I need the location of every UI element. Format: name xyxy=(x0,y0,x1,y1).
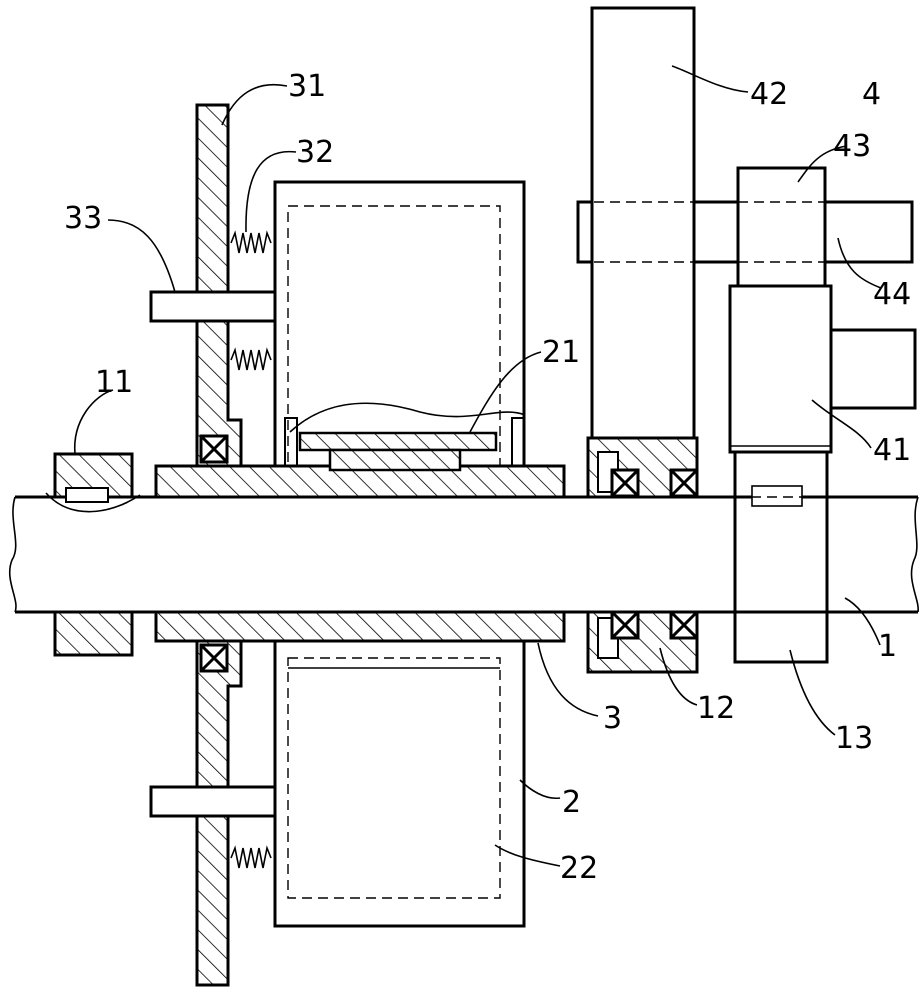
label-4: 4 xyxy=(862,77,881,112)
pin-33-upper xyxy=(151,292,275,321)
main-shaft xyxy=(10,497,918,612)
label-33: 33 xyxy=(64,201,102,236)
label-43: 43 xyxy=(833,129,871,164)
bearing-lower-left xyxy=(201,645,227,671)
bearing-upper-left xyxy=(201,436,227,462)
shaft-44 xyxy=(578,202,912,262)
gear-42 xyxy=(578,8,912,438)
label-21: 21 xyxy=(542,335,580,370)
gear-13 xyxy=(735,452,827,662)
label-11: 11 xyxy=(95,365,133,400)
label-31: 31 xyxy=(288,69,326,104)
collar-11 xyxy=(46,454,140,655)
hub-12 xyxy=(588,438,697,672)
label-13: 13 xyxy=(835,721,873,756)
label-22: 22 xyxy=(560,851,598,886)
bearing-upper-right-2 xyxy=(671,470,697,496)
bearing-lower-right-1 xyxy=(612,612,638,638)
bearing-lower-right-2 xyxy=(671,612,697,638)
label-42: 42 xyxy=(750,77,788,112)
label-44: 44 xyxy=(873,277,911,312)
label-2: 2 xyxy=(562,785,581,820)
plate-31-upper xyxy=(197,105,241,466)
pin-33-lower xyxy=(151,787,275,816)
body-2-lower xyxy=(275,641,524,926)
label-32: 32 xyxy=(296,135,334,170)
label-3: 3 xyxy=(603,701,622,736)
label-41: 41 xyxy=(873,433,911,468)
label-1: 1 xyxy=(878,629,897,664)
spring-32 xyxy=(231,233,271,868)
body-2-upper xyxy=(275,182,525,470)
bearing-upper-right-1 xyxy=(612,470,638,496)
gear-43 xyxy=(738,168,825,286)
sleeve-3 xyxy=(156,466,564,641)
label-12: 12 xyxy=(697,691,735,726)
